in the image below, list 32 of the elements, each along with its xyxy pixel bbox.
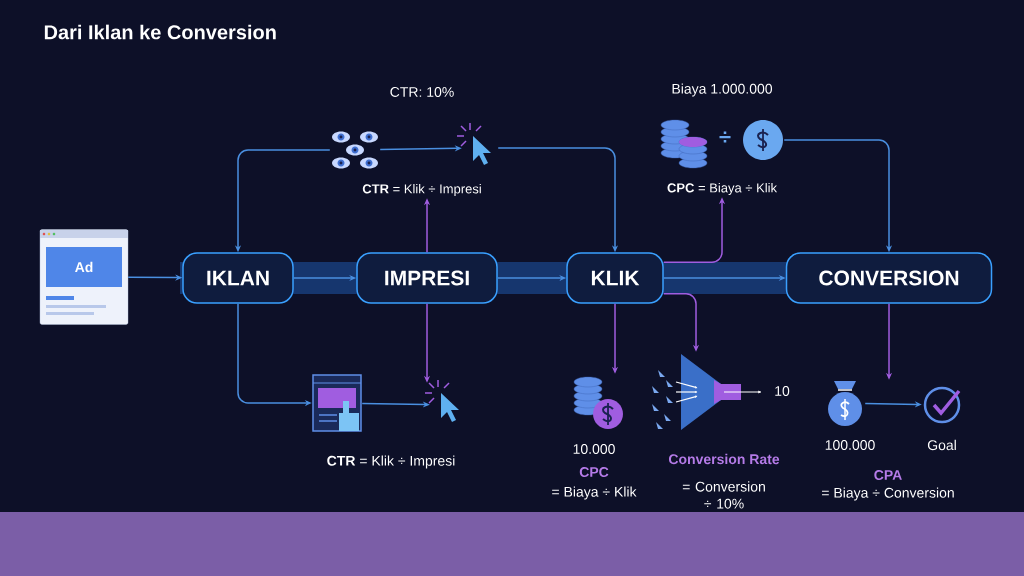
eyes-icon (332, 131, 378, 169)
metric-name: CPC (579, 467, 609, 477)
formula-text: CPC = Biaya ÷ Klik (667, 182, 778, 196)
formula-text: = Biaya ÷ Conversion (822, 487, 954, 501)
coins-icon (573, 376, 623, 429)
step-box: IKLAN (182, 252, 294, 304)
formula-text: Goal (927, 439, 956, 451)
formula-text: Biaya 1.000.000 (672, 83, 773, 97)
cursor-icon (424, 379, 459, 422)
cursor-icon (456, 122, 491, 165)
funnel-icon (652, 354, 762, 430)
title: Dari Iklan ke Conversion (44, 24, 276, 40)
ad-window: Ad (39, 229, 129, 325)
formula-text: = Biaya ÷ Klik (552, 486, 637, 500)
step-box: KLIK (566, 252, 664, 304)
metric-name: CPA (874, 470, 902, 480)
formula-text: = Conversion ÷ 10% (682, 481, 765, 509)
browser-click-icon (312, 374, 362, 432)
metric-name: Conversion Rate (668, 453, 780, 465)
step-box: CONVERSION (785, 252, 993, 304)
formula-text: CTR = Klik ÷ Impresi (327, 455, 455, 469)
formula-text: 10.000 (573, 444, 615, 454)
step-box: IMPRESI (356, 252, 498, 304)
divide-sign: ÷ (719, 131, 731, 143)
formula-text: 10 (775, 386, 790, 396)
goal-check-icon (923, 386, 961, 424)
formula-text: 100.000 (825, 440, 875, 450)
coins-icon (660, 119, 708, 169)
money-bag-icon (828, 381, 862, 426)
formula-text: CTR: 10% (390, 87, 454, 97)
formula-text: CTR = Klik ÷ Impresi (362, 183, 481, 197)
dollar-coin-icon (743, 120, 783, 160)
